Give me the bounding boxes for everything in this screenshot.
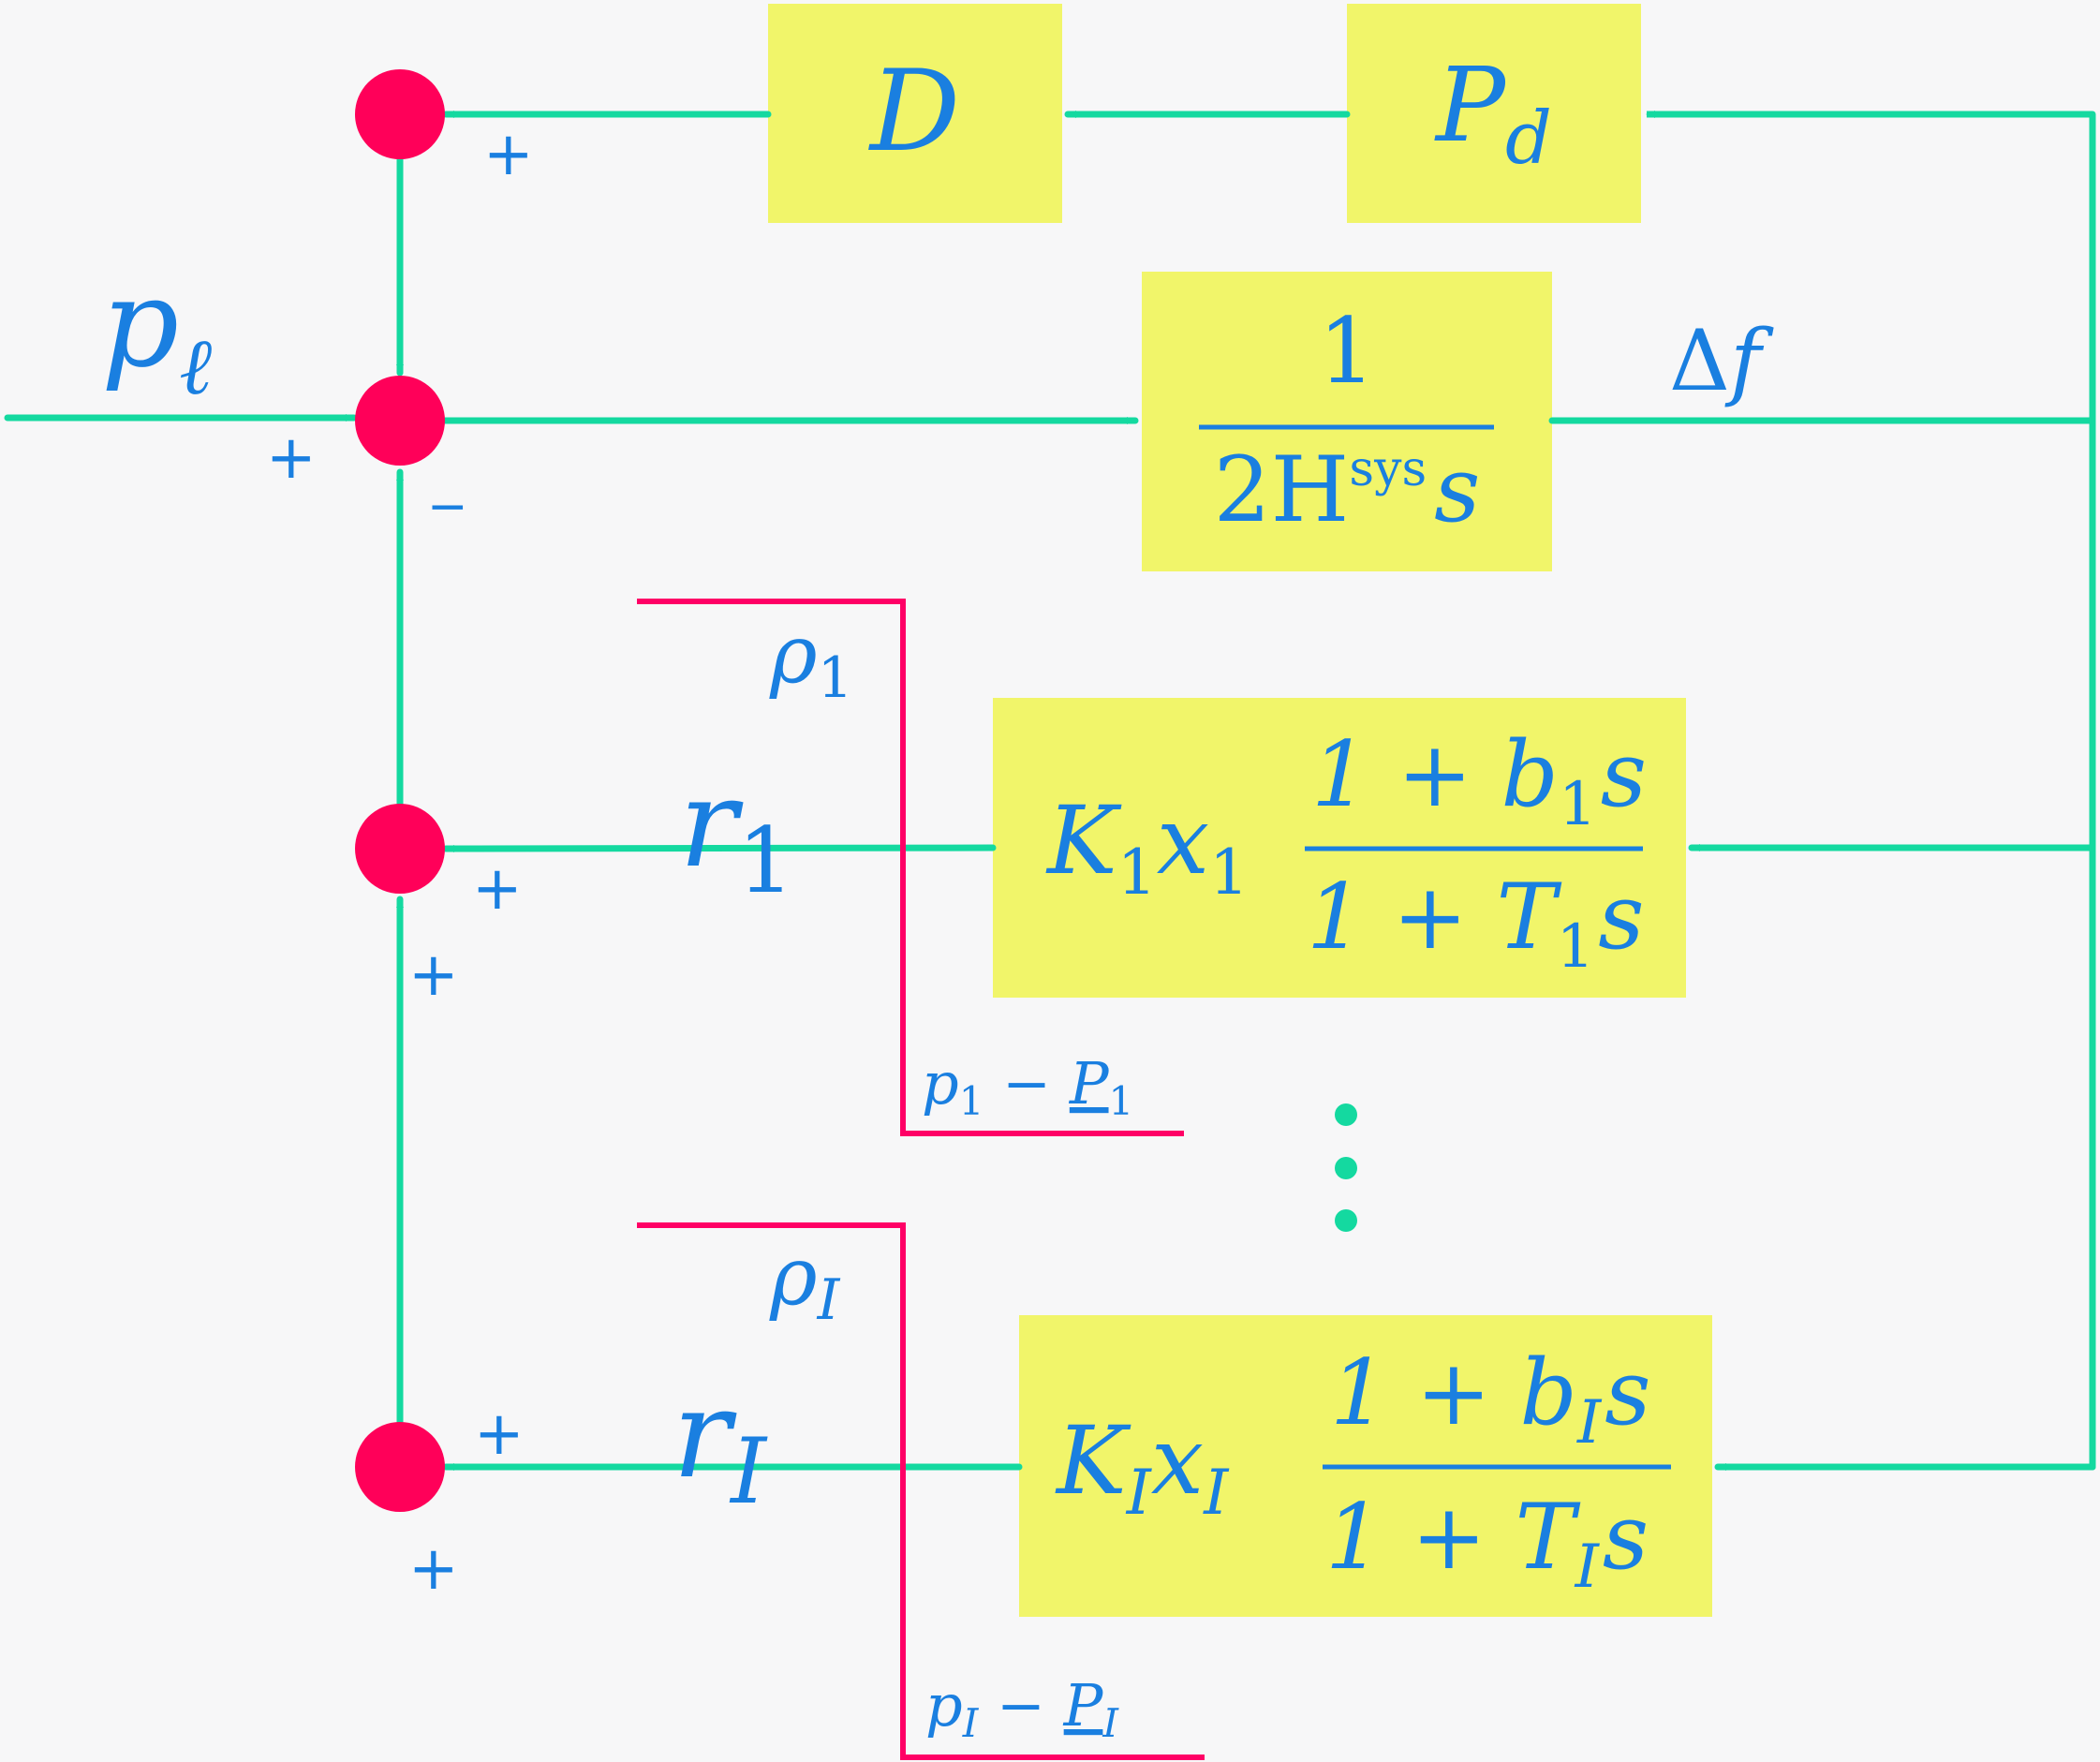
pd-label: Pd [1434, 45, 1552, 181]
frequency-deviation-label: Δf [1669, 312, 1774, 410]
sign-nodeI-right: + [474, 1399, 525, 1469]
sat1-upper-label: ρ1 [769, 608, 853, 711]
summing-node-main [355, 376, 445, 466]
sign-node1-right: + [472, 854, 523, 924]
plant-block [1142, 272, 1552, 571]
gen1-denominator: 1 + T1s [1307, 865, 1645, 982]
genI-denominator: 1 + TIs [1325, 1485, 1649, 1602]
saturation-1-shape [637, 599, 1184, 1136]
satI-upper-label: ρI [769, 1230, 841, 1333]
sign-nodeI-below: + [408, 1534, 459, 1604]
sign-main-node-load: + [266, 423, 317, 493]
generator-1-transfer-function: K1x1 1 + b1s 1 + T1s [1045, 722, 1647, 982]
sign-node1-below: + [408, 940, 459, 1010]
plant-numerator: 1 [1318, 299, 1375, 404]
saturation-I-shape [637, 1222, 1205, 1760]
ellipsis-dots [1335, 1103, 1357, 1232]
genI-gain: KIxI [1055, 1406, 1230, 1529]
generator-I-transfer-function: KIxI 1 + bIs 1 + TIs [1055, 1340, 1671, 1602]
plant-denominator: 2Hsyss [1214, 437, 1481, 542]
plant-transfer-function: 1 2Hsyss [1199, 299, 1494, 542]
wires [4, 111, 2096, 1471]
gen1-gain: K1x1 [1045, 786, 1249, 909]
summing-node-top [355, 69, 445, 159]
sign-main-node-feedback: − [427, 479, 468, 535]
load-signal-label: pℓ [101, 252, 212, 412]
sign-top-node-in: + [483, 120, 534, 189]
pd-block [1347, 4, 1641, 223]
rI-signal-label: rI [673, 1363, 768, 1524]
r1-signal-label: r1 [679, 752, 794, 913]
summing-node-I [355, 1422, 445, 1512]
sat1-lower-label: p1 − P1 [922, 1049, 1133, 1124]
damping-block [768, 4, 1062, 223]
summing-node-1 [355, 804, 445, 894]
damping-label: D [868, 47, 960, 177]
satI-lower-label: pI − PI [925, 1671, 1119, 1746]
gen1-numerator: 1 + b1s [1311, 722, 1647, 839]
genI-numerator: 1 + bIs [1330, 1340, 1651, 1458]
